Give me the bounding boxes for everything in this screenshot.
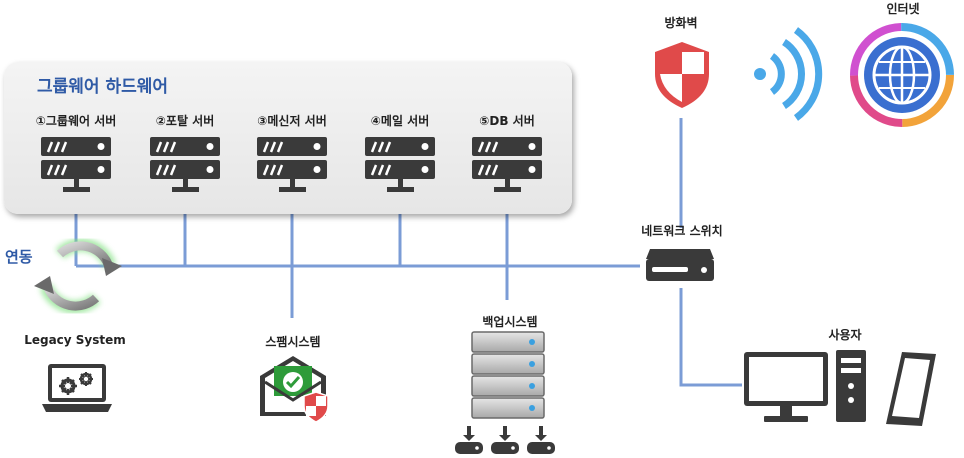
server-icon (472, 137, 542, 192)
mail-shield-icon (260, 356, 329, 423)
panel-title: 그룹웨어 하드웨어 (37, 77, 169, 97)
backup-system-label: 백업시스템 (482, 315, 538, 329)
firewall-shield-icon (655, 42, 709, 108)
network-switch-label: 네트워크 스위치 (641, 224, 723, 238)
users-label: 사용자 (828, 328, 862, 342)
download-drive-icons (455, 426, 555, 454)
spam-system-label: 스팸시스템 (265, 335, 321, 349)
laptop-gear-icon (42, 364, 112, 412)
integration-label: 연동 (5, 248, 33, 266)
server-label-db: ⑤DB 서버 (479, 114, 535, 128)
server-icon (365, 137, 435, 192)
wifi-signal-icon (754, 27, 823, 121)
pc-tower-icon (836, 350, 866, 422)
internet-label: 인터넷 (886, 2, 920, 16)
legacy-system-label: Legacy System (24, 333, 126, 347)
firewall-label: 방화벽 (664, 16, 698, 30)
server-icon (41, 137, 111, 192)
link-switch-users (679, 288, 742, 387)
server-label-mail: ④메일 서버 (370, 114, 430, 128)
server-icon (150, 137, 220, 192)
server-label-messenger: ③메신저 서버 (257, 114, 327, 128)
globe-icon (850, 23, 954, 127)
monitor-icon (744, 352, 828, 422)
backup-server-stack-icon (471, 331, 545, 419)
network-switch-icon (646, 249, 714, 281)
sync-arrows-icon (34, 238, 122, 314)
server-label-portal: ②포탈 서버 (155, 114, 215, 128)
mobile-phone-icon (886, 352, 936, 426)
server-icon (257, 137, 327, 192)
server-label-groupware: ①그룹웨어 서버 (35, 114, 117, 128)
